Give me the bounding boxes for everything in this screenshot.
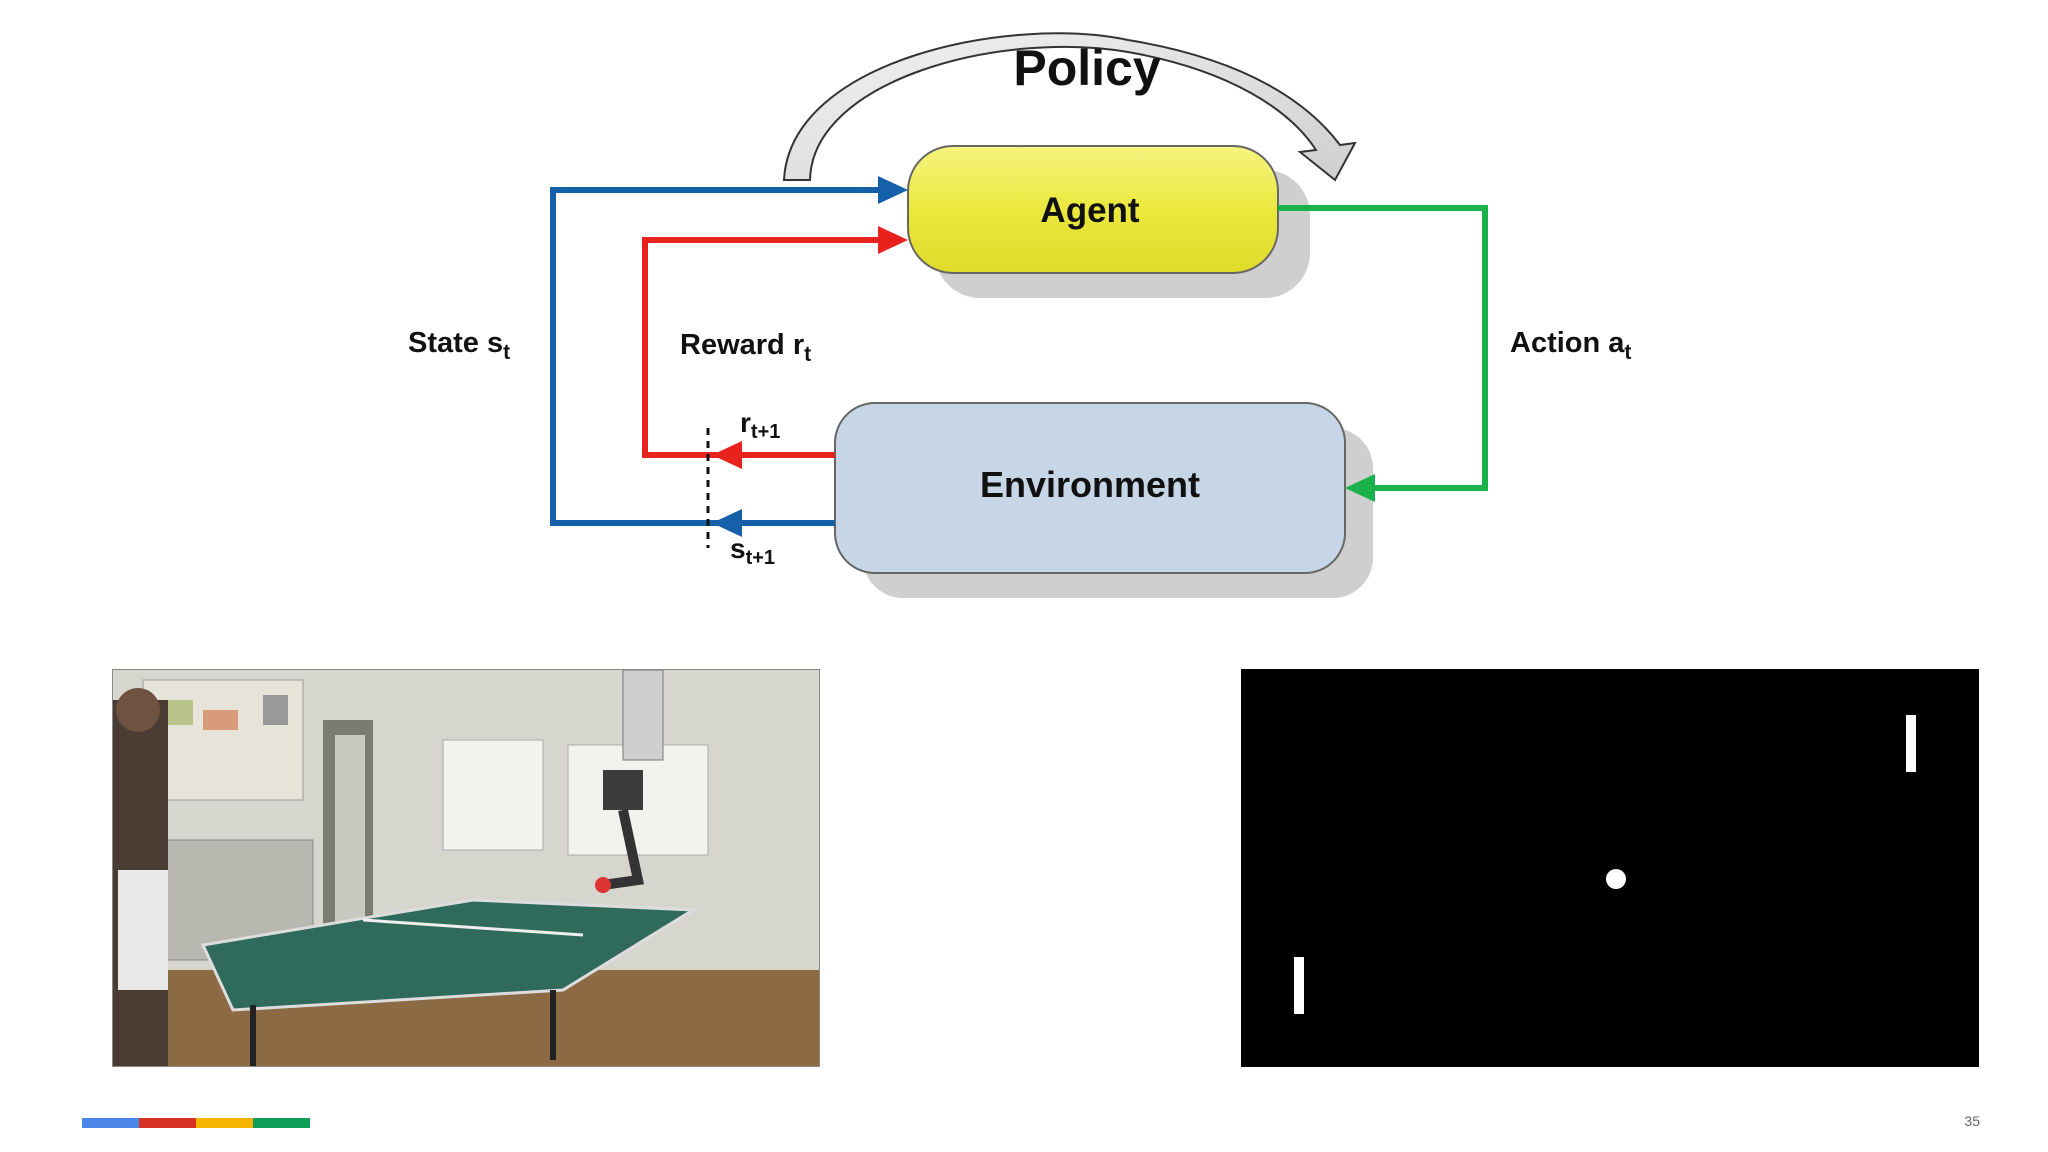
rl-loop-diagram: Policy Agent Environment State st Reward… [408, 32, 1631, 598]
state-arrow [550, 187, 880, 526]
page-number: 35 [1964, 1113, 1980, 1129]
policy-arrow [782, 32, 1357, 182]
brand-blue-segment [82, 1118, 139, 1128]
action-label: Action at [1510, 327, 1631, 364]
right-paddle [1906, 715, 1916, 772]
robot-scene-illustration [113, 670, 819, 1066]
reward-arrowhead [878, 226, 908, 254]
brand-red-segment [139, 1118, 196, 1128]
pong-game-screen [1241, 669, 1979, 1067]
reward-label: Reward rt [680, 329, 811, 366]
pong-ball [1606, 869, 1626, 889]
action-arrow [1278, 205, 1488, 491]
next-reward-label: rt+1 [740, 407, 780, 443]
brand-green-segment [253, 1118, 310, 1128]
brand-color-bar [82, 1118, 310, 1128]
action-arrowhead [1345, 474, 1375, 502]
left-paddle [1294, 957, 1304, 1014]
next-reward-arrowhead [712, 441, 742, 469]
agent-label: Agent [1040, 191, 1140, 230]
next-state-label: st+1 [730, 533, 775, 569]
state-label: State st [408, 327, 510, 364]
next-state-arrowhead [712, 509, 742, 537]
policy-label: Policy [1013, 40, 1160, 96]
table-tennis-robot-photo [112, 669, 820, 1067]
state-arrowhead [878, 176, 908, 204]
environment-label: Environment [980, 464, 1200, 505]
brand-yellow-segment [196, 1118, 253, 1128]
